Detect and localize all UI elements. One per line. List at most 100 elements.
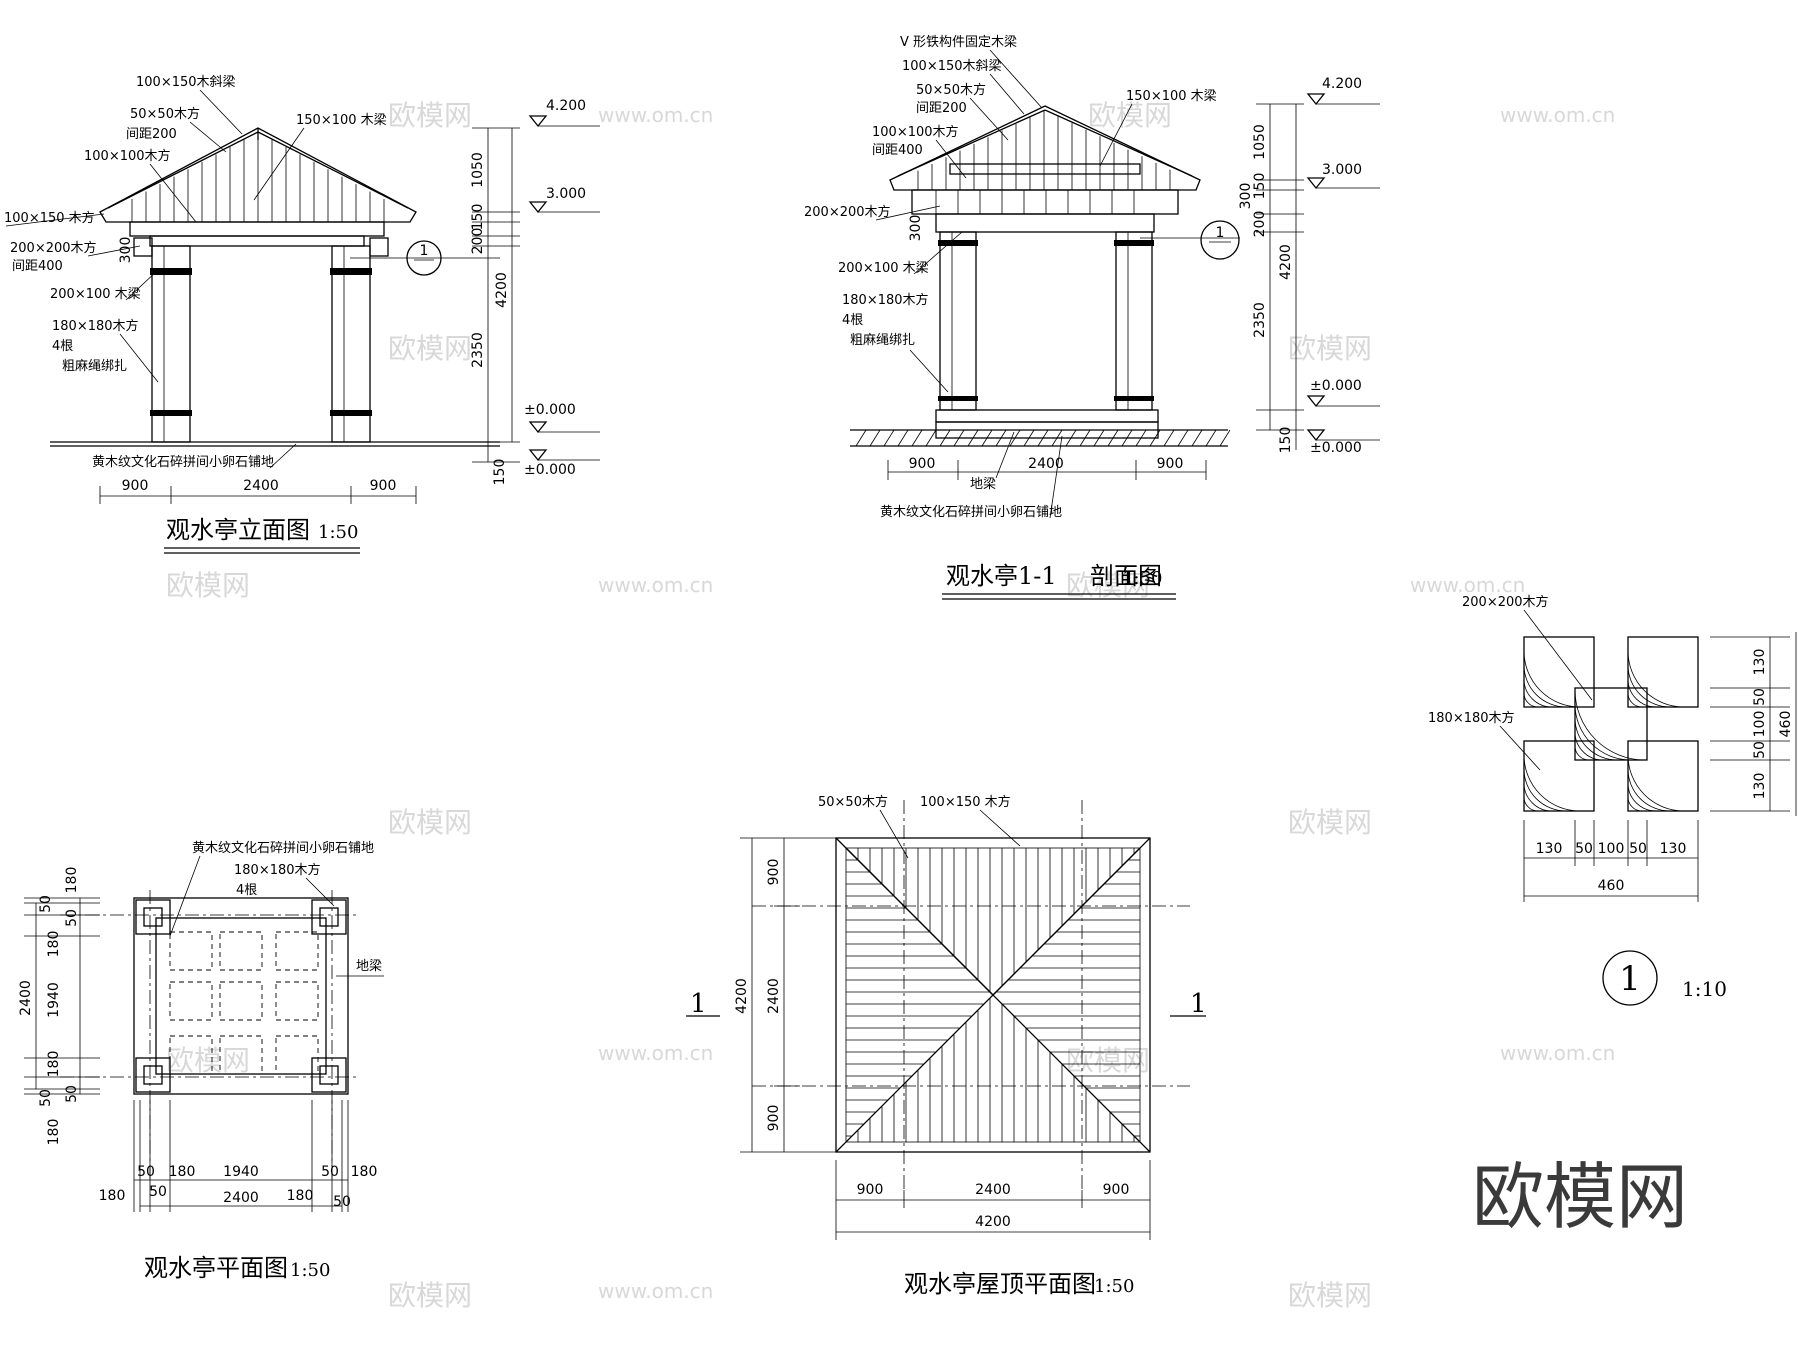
drawing-block [311, 1057, 347, 1093]
brand-logo-text: 欧模网 [1472, 1155, 1688, 1239]
drawing-block [169, 981, 213, 1021]
sec-dim-2350: 2350 [1252, 302, 1268, 338]
wood-grain-arc [1574, 731, 1604, 761]
elevation-rafters [107, 131, 409, 222]
sec-label-sq100: 100×100木方 [872, 124, 959, 140]
drawing-stroke [1044, 109, 1193, 177]
sec-dim-150: 150 [1252, 173, 1268, 200]
wood-grain-arc [1523, 796, 1539, 812]
section-column-left [939, 231, 977, 411]
elevation-rope-band [330, 268, 372, 275]
wood-grain-arc [1523, 768, 1567, 812]
drawing-stroke [869, 429, 881, 447]
elev-width-900b: 900 [370, 478, 397, 494]
drawing-stroke [883, 429, 895, 447]
section-column-right [1115, 231, 1153, 411]
wood-grain-arc [1627, 692, 1643, 708]
elevation-rope-band [330, 410, 372, 416]
detail-post [1627, 636, 1699, 708]
drawing-block [275, 1035, 319, 1075]
roof-outline [835, 837, 1151, 1153]
drawing-stroke [1051, 429, 1063, 447]
elev-dim-200: 200 [470, 228, 486, 255]
plan-dim-left: 50 [64, 909, 80, 927]
drawing-block [311, 899, 347, 935]
elev-level-0b: ±0.000 [524, 462, 576, 478]
plan-dim-bottom: 50 [333, 1194, 351, 1210]
detail-post [1523, 636, 1595, 708]
roof-title: 观水亭屋顶平面图 [904, 1270, 1096, 1298]
detail-scale: 1:10 [1682, 977, 1727, 1001]
watermark-site: www.om.cn [598, 103, 713, 127]
drawing-stroke [1149, 429, 1161, 447]
sec-width-900a: 900 [909, 456, 936, 472]
sec-level-4200: 4.200 [1322, 76, 1362, 92]
drawing-block [219, 981, 263, 1021]
drawing-stroke [1065, 429, 1077, 447]
plan-dim-bottom: 1940 [223, 1164, 259, 1180]
section-title-b: 剖面图 [1090, 562, 1162, 590]
detail-ref-circle [1602, 950, 1658, 1006]
elevation-title: 观水亭立面图 [166, 516, 310, 544]
sec-label-beam150: 150×100 木梁 [1126, 89, 1217, 104]
section-eave-frame [911, 189, 1179, 215]
detail-dim-h: 50 [1575, 841, 1593, 857]
plan-scale: 1:50 [290, 1260, 330, 1281]
sec-label-diag-beam: 100×150木斜梁 [902, 59, 1002, 74]
drawing-block [135, 899, 171, 935]
plan-dim-bottom: 50 [321, 1164, 339, 1180]
drawing-stroke [1177, 429, 1189, 447]
sec-label-floor: 黄木纹文化石碎拼间小卵石铺地 [880, 505, 1062, 520]
wood-grain-arc [1627, 754, 1685, 812]
drawing-stroke [953, 429, 965, 447]
roof-plan-drawing: 1 1 900 2400 900 4200 900 2400 900 4200 … [686, 794, 1207, 1298]
drawing-stroke [1163, 429, 1175, 447]
elev-label-sq50: 50×50木方 [130, 106, 200, 122]
section-tie-beam [949, 163, 1141, 175]
drawing-stroke [1219, 429, 1231, 447]
plan-dim-left: 180 [46, 1119, 62, 1146]
elev-label-four: 4根 [52, 339, 73, 354]
drawing-stroke [1023, 429, 1035, 447]
drawing-stroke [925, 429, 937, 447]
detail-dim-h: 130 [1536, 841, 1563, 857]
watermark-cn: 欧模网 [1288, 332, 1372, 365]
sec-level-0b: ±0.000 [1310, 440, 1362, 456]
plan-dim-bottom: 180 [351, 1164, 378, 1180]
sec-level-3000: 3.000 [1322, 162, 1362, 178]
drawing-block [219, 931, 263, 971]
roof-label-sq100x150: 100×150 木方 [920, 794, 1011, 810]
wood-grain-arc [1574, 689, 1646, 761]
elev-dim-150: 150 [470, 204, 486, 231]
detail-dim-h: 50 [1629, 841, 1647, 857]
watermark-cn: 欧模网 [1288, 1279, 1372, 1312]
detail-dim-v: 100 [1752, 711, 1768, 738]
plan-label-four: 4根 [236, 883, 257, 898]
drawing-stroke [1191, 429, 1203, 447]
sec-label-four: 4根 [842, 313, 863, 328]
drawing-block [275, 981, 319, 1021]
drawing-block [319, 1065, 339, 1085]
sec-dim-200: 200 [1252, 211, 1268, 238]
section-ref-circle [1200, 220, 1240, 260]
elev-label-sq100x150: 100×150 木方 [4, 210, 95, 226]
watermark-cn: 欧模网 [1088, 99, 1172, 132]
watermark-site: www.om.cn [598, 1041, 713, 1065]
sec-label-beam200: 200×100 木梁 [838, 261, 929, 276]
watermark-cn: 欧模网 [1066, 569, 1150, 602]
section-roof [889, 105, 1201, 191]
drawing-stroke [257, 131, 409, 209]
watermark-cn: 欧模网 [388, 332, 472, 365]
drawing-stroke [981, 429, 993, 447]
roof-dim-h: 900 [1103, 1182, 1130, 1198]
detail-wood-grain [1523, 650, 1685, 812]
watermark-site: www.om.cn [1500, 1041, 1615, 1065]
drawing-block [275, 931, 319, 971]
roof-planks [846, 848, 1140, 1142]
elev-level-0a: ±0.000 [524, 402, 576, 418]
plan-dim-bottom: 180 [287, 1188, 314, 1204]
sec-dim-300-left: 300 [908, 215, 924, 242]
elevation-rope-band [150, 410, 192, 416]
plan-dim-left-outer: 50 [38, 1089, 54, 1107]
